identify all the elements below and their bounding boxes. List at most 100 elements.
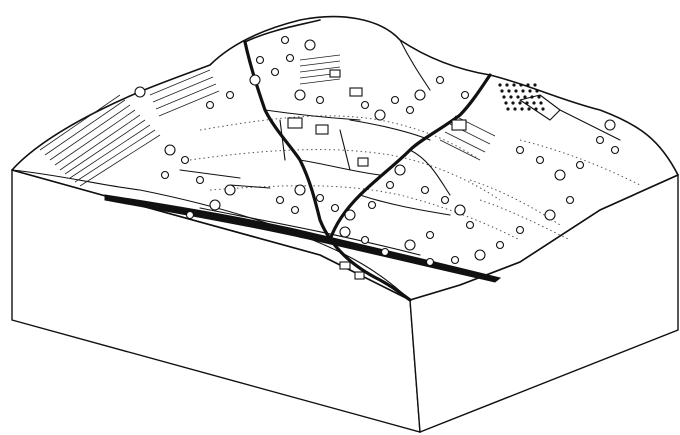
tree: [362, 102, 369, 109]
orchard-dot: [526, 83, 529, 86]
tree: [422, 187, 429, 194]
tree: [135, 87, 145, 97]
orchard-dot: [521, 89, 524, 92]
orchard-dot: [520, 107, 523, 110]
orchard-dot: [518, 101, 521, 104]
tree: [442, 197, 449, 204]
tree: [392, 97, 399, 104]
orchard-dot: [498, 83, 501, 86]
orchard-dot: [506, 107, 509, 110]
orchard-dot: [512, 83, 515, 86]
house-7: [340, 262, 350, 269]
tree: [257, 57, 264, 64]
orchard-dot: [509, 95, 512, 98]
orchard-dot: [539, 101, 542, 104]
orchard-dot: [532, 101, 535, 104]
orchard-dot: [530, 95, 533, 98]
house-6: [350, 88, 362, 96]
orchard-dot: [519, 83, 522, 86]
orchard-dot: [523, 95, 526, 98]
tree: [305, 40, 315, 50]
tree: [362, 237, 369, 244]
tree: [295, 185, 305, 195]
house-5: [330, 70, 340, 77]
tree: [317, 195, 324, 202]
house-2: [316, 125, 328, 134]
orchard-dot: [541, 107, 544, 110]
orchard-dot: [525, 101, 528, 104]
orchard-dot: [516, 95, 519, 98]
orchard-dot: [513, 107, 516, 110]
tree: [227, 92, 234, 99]
tree: [369, 202, 376, 209]
orchard-dot: [535, 89, 538, 92]
tree: [295, 90, 305, 100]
tree: [612, 147, 619, 154]
tree: [555, 170, 565, 180]
tree: [345, 210, 355, 220]
orchard-dot: [514, 89, 517, 92]
tree: [455, 205, 465, 215]
tree: [462, 92, 469, 99]
tree: [405, 240, 415, 250]
house-4: [452, 120, 466, 130]
tree: [162, 172, 169, 179]
orchard-dots: [498, 83, 544, 110]
tree: [395, 165, 405, 175]
tree: [277, 197, 284, 204]
tree: [597, 137, 604, 144]
tree: [272, 69, 279, 76]
house-8: [355, 272, 364, 279]
orchard-dot: [533, 83, 536, 86]
tree: [517, 147, 524, 154]
orchard-dot: [511, 101, 514, 104]
orchard-dot: [500, 89, 503, 92]
tree: [545, 210, 555, 220]
orchard-dot: [534, 107, 537, 110]
tree: [317, 97, 324, 104]
tree: [427, 259, 434, 266]
field-boundaries: [180, 40, 620, 215]
tree: [577, 162, 584, 169]
tree: [182, 157, 189, 164]
orchard-dot: [527, 107, 530, 110]
tree: [382, 249, 389, 256]
tree: [207, 102, 214, 109]
house-1: [288, 118, 302, 128]
tree: [537, 157, 544, 164]
tree: [605, 120, 615, 130]
tree: [427, 232, 434, 239]
tree: [437, 77, 444, 84]
tree: [225, 185, 235, 195]
orchard-dot: [507, 89, 510, 92]
tree: [375, 110, 385, 120]
tree: [497, 242, 504, 249]
tree: [415, 90, 425, 100]
tree: [292, 207, 299, 214]
block-front-right-face: [410, 175, 678, 432]
tree: [407, 107, 414, 114]
tree: [567, 197, 574, 204]
tree: [467, 222, 474, 229]
tree: [517, 227, 524, 234]
orchard-dot: [505, 83, 508, 86]
tree: [250, 75, 260, 85]
house-3: [358, 158, 368, 166]
orchard-dot: [528, 89, 531, 92]
orchard-dot: [504, 101, 507, 104]
tree: [282, 37, 289, 44]
tree: [475, 250, 485, 260]
tree: [340, 227, 350, 237]
orchard-dot: [537, 95, 540, 98]
tree: [210, 200, 220, 210]
tree: [197, 177, 204, 184]
tree: [165, 145, 175, 155]
tree: [332, 205, 339, 212]
tree: [387, 182, 394, 189]
tree: [287, 55, 294, 62]
orchard-dot: [502, 95, 505, 98]
tree: [452, 257, 459, 264]
tree: [187, 212, 194, 219]
